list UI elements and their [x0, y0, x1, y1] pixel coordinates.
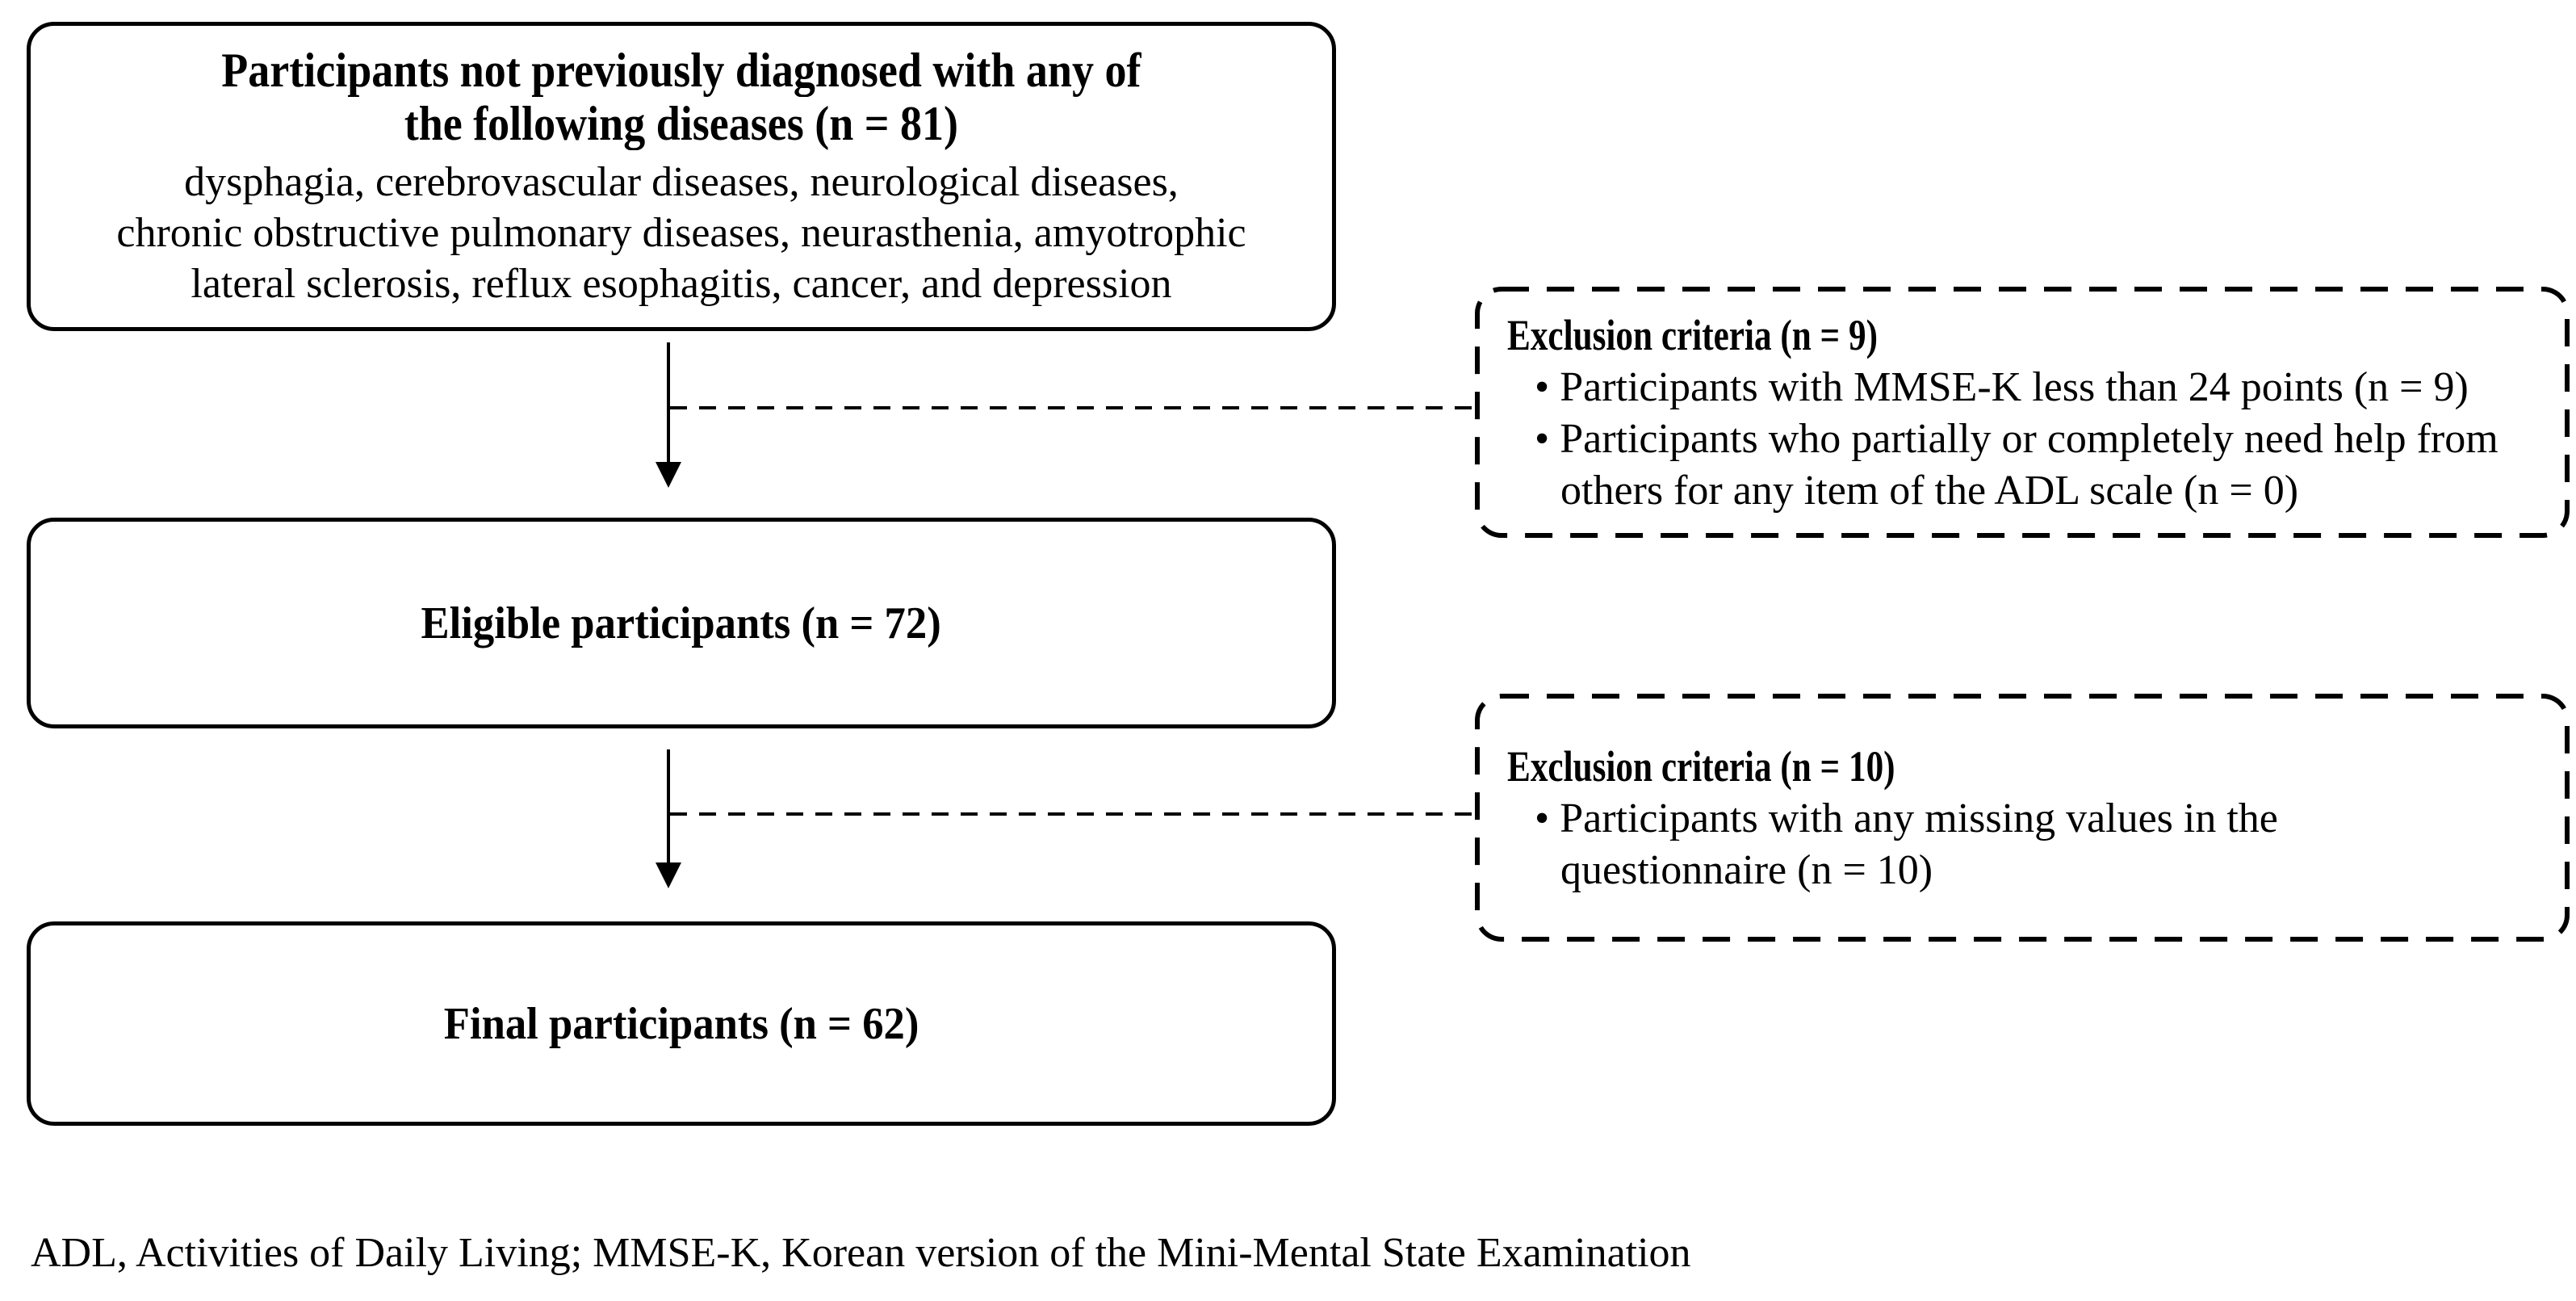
exclusion-box-2: Exclusion criteria (n = 10) Participants…: [1475, 694, 2570, 942]
box-title-line: Participants not previously diagnosed wi…: [221, 44, 1141, 97]
exclusion-title: Exclusion criteria (n = 10): [1507, 741, 1895, 791]
arrowhead-icon-2: [656, 862, 681, 888]
eligible-box: Eligible participants (n = 72): [27, 518, 1336, 728]
participants-box: Participants not previously diagnosed wi…: [27, 22, 1336, 331]
box-body-line: chronic obstructive pulmonary diseases, …: [116, 210, 1246, 256]
box-body-line: dysphagia, cerebrovascular diseases, neu…: [184, 159, 1179, 205]
final-box: Final participants (n = 62): [27, 921, 1336, 1126]
exclusion-list: Participants with MMSE-K less than 24 po…: [1507, 362, 2537, 517]
participants-box-body: dysphagia, cerebrovascular diseases, neu…: [116, 157, 1246, 309]
exclusion-list: Participants with any missing values in …: [1507, 793, 2537, 896]
footnote: ADL, Activities of Daily Living; MMSE-K,…: [31, 1230, 1691, 1276]
exclusion-box-1: Exclusion criteria (n = 9) Participants …: [1475, 287, 2570, 538]
exclusion-item: Participants with any missing values in …: [1535, 793, 2513, 896]
exclusion-item: Participants who partially or completely…: [1535, 413, 2513, 517]
box-title-line: the following diseases (n = 81): [404, 97, 959, 150]
eligible-box-title: Eligible participants (n = 72): [421, 598, 942, 648]
box-body-line: lateral sclerosis, reflux esophagitis, c…: [191, 261, 1172, 307]
arrowhead-icon-1: [656, 462, 681, 488]
exclusion-title: Exclusion criteria (n = 9): [1507, 310, 1878, 359]
final-box-title: Final participants (n = 62): [443, 998, 919, 1049]
participants-box-title: Participants not previously diagnosed wi…: [170, 44, 1192, 150]
exclusion-item: Participants with MMSE-K less than 24 po…: [1535, 362, 2513, 413]
